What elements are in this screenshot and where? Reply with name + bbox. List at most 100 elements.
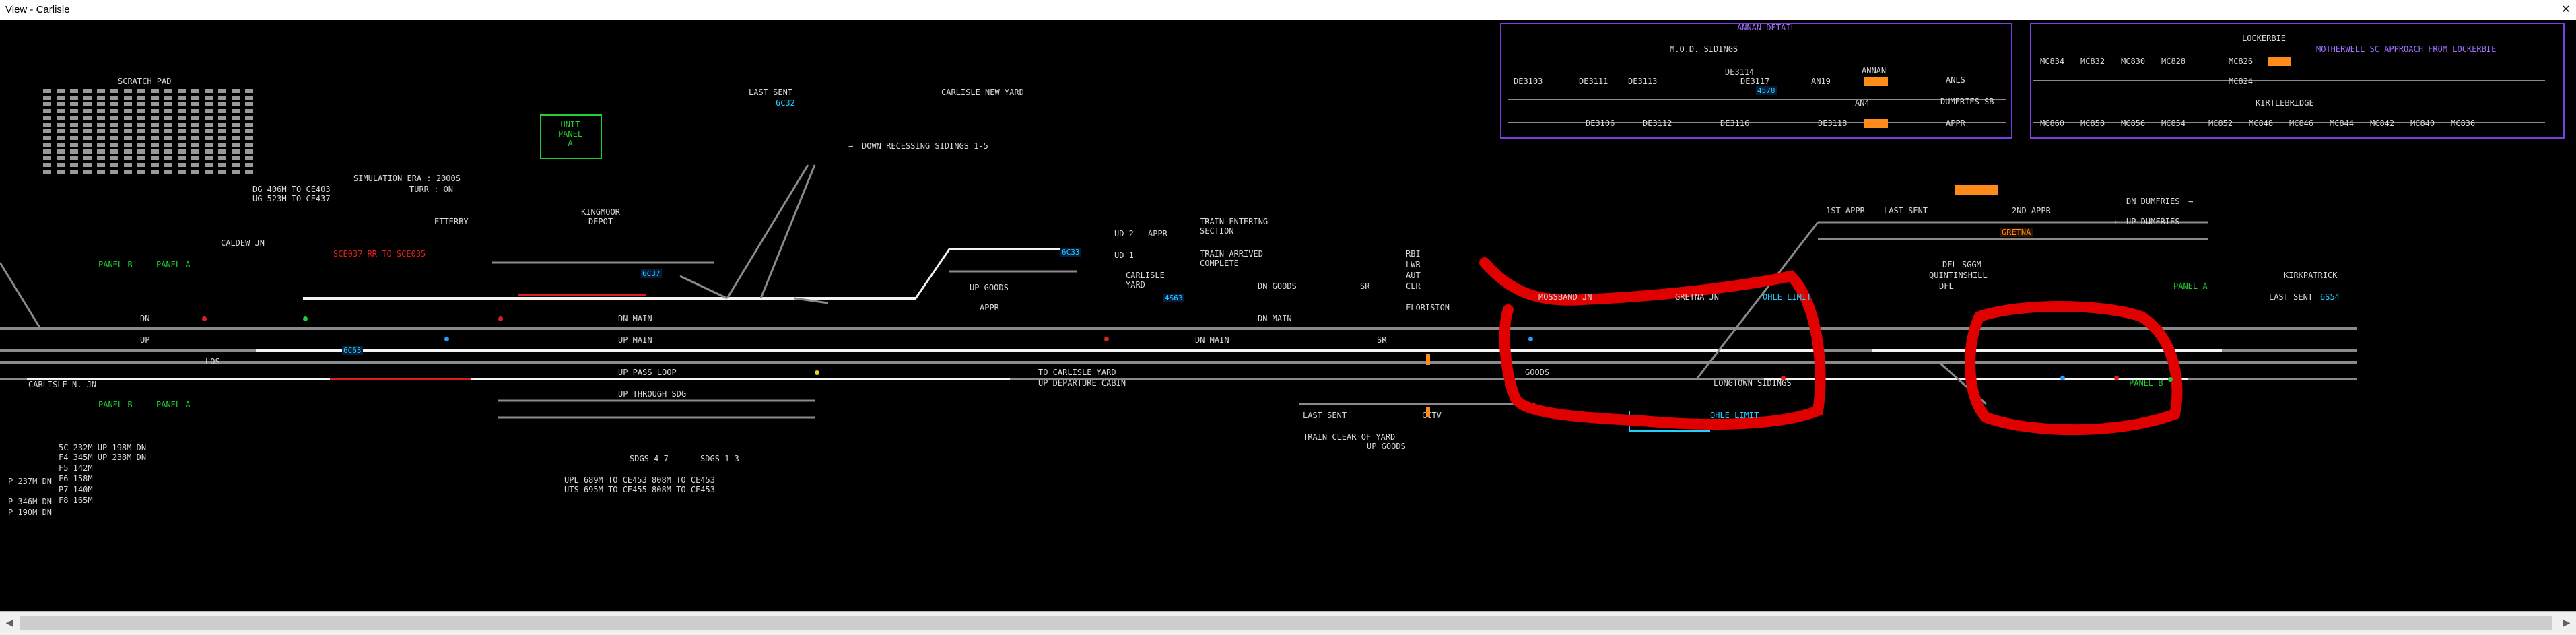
- annan-sig-de3114[interactable]: DE3114: [1725, 67, 1755, 77]
- annan-sig-de3118[interactable]: DE3118: [1818, 119, 1848, 128]
- rbi-label[interactable]: RBI: [1406, 249, 1421, 259]
- berth-6c37[interactable]: 6C37: [641, 269, 662, 278]
- signal-blue-3[interactable]: [2060, 376, 2065, 380]
- mw-sig-mc848[interactable]: MC848: [2249, 119, 2274, 128]
- annan-sig-an4[interactable]: AN4: [1855, 98, 1870, 108]
- kirtlebridge-label: KIRTLEBRIDGE: [2256, 98, 2314, 108]
- train-clear-label: TRAIN CLEAR OF YARD: [1303, 432, 1396, 442]
- scroll-right-icon[interactable]: ▶: [2563, 617, 2571, 628]
- panel-b-right-label[interactable]: PANEL B: [2129, 378, 2163, 388]
- clr-label[interactable]: CLR: [1406, 281, 1421, 291]
- last-sent-3-label: LAST SENT: [1884, 206, 1928, 215]
- berth-6c63[interactable]: 6C63: [342, 346, 363, 355]
- left-stat-1: P 237M DN: [8, 477, 53, 486]
- berth-6c33[interactable]: 6C33: [1060, 248, 1081, 257]
- motherwell-panel: [2030, 23, 2565, 139]
- mw-sig-mc856[interactable]: MC856: [2121, 119, 2146, 128]
- annan-sig-de3112[interactable]: DE3112: [1643, 119, 1672, 128]
- mw-sig-mc836[interactable]: MC836: [2451, 119, 2476, 128]
- scratch-pad-label: SCRATCH PAD: [118, 77, 172, 86]
- dumfries-sb-label: DUMFRIES SB: [1940, 97, 1994, 106]
- up-pass-loop-label: UP PASS LOOP: [618, 368, 677, 377]
- signalling-canvas[interactable]: ANNAN DETAIL M.O.D. SIDINGS ANNAN ANLS D…: [0, 20, 2576, 611]
- annan-detail-panel: [1500, 23, 2012, 139]
- sdgs-47-label: SDGS 4-7: [630, 454, 669, 463]
- caldew-jn-label: CALDEW JN: [221, 238, 265, 248]
- signal-red-4[interactable]: [1781, 376, 1786, 380]
- mw-sig-mc834[interactable]: MC834: [2040, 57, 2065, 66]
- signal-red-3[interactable]: [1104, 337, 1109, 341]
- unit-panel-box[interactable]: [540, 114, 602, 159]
- signal-red-2[interactable]: [498, 316, 503, 321]
- panel-a-top-label[interactable]: PANEL A: [156, 260, 191, 269]
- motherwell-orange-block: [2268, 57, 2291, 66]
- mw-sig-mc844[interactable]: MC844: [2330, 119, 2354, 128]
- panel-b-top-label[interactable]: PANEL B: [98, 260, 133, 269]
- los-label: LOS: [205, 357, 220, 366]
- scrollbar-thumb[interactable]: [20, 616, 2552, 630]
- panel-a-bottom-label[interactable]: PANEL A: [156, 400, 191, 409]
- mw-sig-mc826[interactable]: MC826: [2229, 57, 2253, 66]
- signal-blue-2[interactable]: [1528, 337, 1533, 341]
- lwr-label[interactable]: LWR: [1406, 260, 1421, 269]
- berth-4578[interactable]: 4578: [1756, 86, 1777, 95]
- up-line-label: UP: [140, 335, 150, 345]
- unit-panel-label: UNIT PANEL A: [557, 120, 583, 148]
- mw-sig-mc840[interactable]: MC840: [2410, 119, 2435, 128]
- uts-rule-label: UTS 695M TO CE455 808M TO CE453: [564, 485, 715, 494]
- left-stat-2: P 346M DN: [8, 497, 53, 506]
- close-icon[interactable]: ✕: [2561, 4, 2571, 15]
- mw-sig-mc854[interactable]: MC854: [2161, 119, 2186, 128]
- scratch-pad-grid[interactable]: [43, 88, 255, 174]
- aut-label[interactable]: AUT: [1406, 271, 1421, 280]
- kirkpatrick-label: KIRKPATRICK: [2284, 271, 2338, 280]
- mw-sig-mc842[interactable]: MC842: [2370, 119, 2395, 128]
- annan-sig-de3113[interactable]: DE3113: [1628, 77, 1658, 86]
- horizontal-scrollbar[interactable]: ◀ ▶: [0, 611, 2576, 635]
- sr-label-1: SR: [1360, 281, 1370, 291]
- annan-sig-de3103[interactable]: DE3103: [1514, 77, 1543, 86]
- annan-sig-an19[interactable]: AN19: [1811, 77, 1831, 86]
- mw-sig-mc824[interactable]: MC824: [2229, 77, 2253, 86]
- mw-sig-mc828[interactable]: MC828: [2161, 57, 2186, 66]
- mw-sig-mc852[interactable]: MC852: [2208, 119, 2233, 128]
- signal-red-1[interactable]: [202, 316, 207, 321]
- train-entering-label: TRAIN ENTERING: [1200, 217, 1268, 226]
- berth-4s63[interactable]: 4S63: [1163, 294, 1184, 302]
- motherwell-approach-label: MOTHERWELL SC APPROACH FROM LOCKERBIE: [2316, 44, 2497, 54]
- annan-sig-de3111[interactable]: DE3111: [1579, 77, 1608, 86]
- signal-red-5[interactable]: [2114, 376, 2119, 380]
- dg-rule-label: DG 406M TO CE403: [252, 185, 331, 194]
- annan-sig-de3116[interactable]: DE3116: [1720, 119, 1750, 128]
- stat-line-5: P7 140M: [59, 485, 93, 494]
- signal-green-2[interactable]: [2168, 377, 2173, 382]
- gretna-jn-label: GRETNA JN: [1675, 292, 1720, 302]
- mw-sig-mc830[interactable]: MC830: [2121, 57, 2146, 66]
- mw-sig-mc846[interactable]: MC846: [2289, 119, 2314, 128]
- last-sent-2-label: LAST SENT: [1303, 411, 1347, 420]
- goods-label: GOODS: [1525, 368, 1550, 377]
- gretna-label: GRETNA: [2000, 228, 2033, 237]
- panel-a-right-label[interactable]: PANEL A: [2173, 281, 2208, 291]
- dn-main-label: DN MAIN: [618, 314, 652, 323]
- mw-sig-mc858[interactable]: MC858: [2080, 119, 2105, 128]
- up-main-label: UP MAIN: [618, 335, 652, 345]
- panel-b-bottom-label[interactable]: PANEL B: [98, 400, 133, 409]
- mw-sig-mc860[interactable]: MC860: [2040, 119, 2065, 128]
- signal-blue-1[interactable]: [444, 337, 449, 341]
- signal-green-1[interactable]: [303, 316, 308, 321]
- mw-sig-mc832[interactable]: MC832: [2080, 57, 2105, 66]
- last-sent-label: LAST SENT: [749, 88, 793, 97]
- mod-sidings-label: M.O.D. SIDINGS: [1670, 44, 1738, 54]
- annan-sig-de3106[interactable]: DE3106: [1586, 119, 1615, 128]
- lockerbie-label: LOCKERBIE: [2242, 34, 2286, 43]
- ohle-limit-2-label: OHLE LIMIT: [1763, 292, 1812, 302]
- annan-detail-title: ANNAN DETAIL: [1737, 23, 1796, 32]
- kingmoor-depot-label: KINGMOOR DEPOT: [581, 207, 620, 226]
- annan-sig-de3117[interactable]: DE3117: [1740, 77, 1770, 86]
- signal-yellow-1[interactable]: [815, 370, 819, 375]
- dfl-label: DFL: [1939, 281, 1954, 291]
- scroll-left-icon[interactable]: ◀: [5, 617, 13, 628]
- up-main-2-label: DN MAIN: [1195, 335, 1229, 345]
- to-carlisle-yard-label: TO CARLISLE YARD: [1038, 368, 1116, 377]
